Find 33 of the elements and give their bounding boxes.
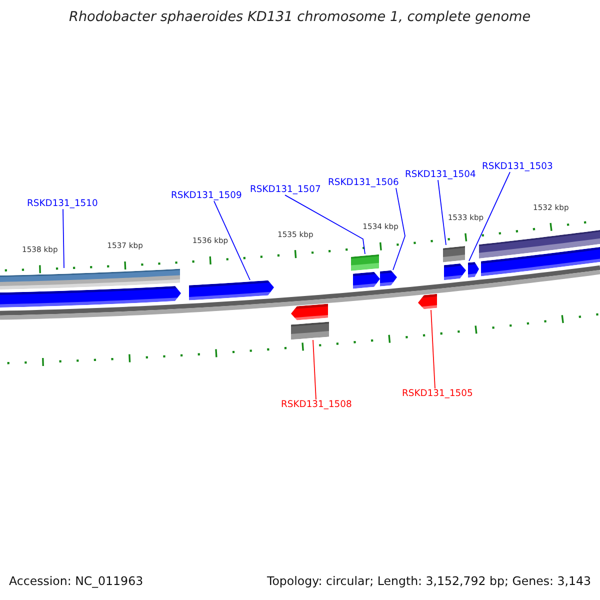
gene-block	[0, 286, 181, 308]
gene-label: RSKD131_1505	[402, 388, 473, 400]
gene-block	[418, 293, 437, 310]
leader-line	[284, 194, 366, 254]
gene-block	[444, 263, 466, 281]
gene-block	[291, 303, 328, 321]
gene-bar	[291, 321, 329, 340]
gene-label: RSKD131_1503	[482, 162, 553, 172]
gene-bar	[443, 245, 465, 263]
leader-line	[214, 200, 250, 280]
gene-label: RSKD131_1506	[328, 178, 399, 188]
gene-bar	[479, 229, 600, 259]
gene-block	[353, 271, 380, 289]
accession-text: Accession: NC_011963	[9, 575, 144, 589]
gene-label: RSKD131_1509	[171, 190, 242, 202]
title: Rhodobacter sphaeroides KD131 chromosome 1, complete genome	[69, 10, 531, 26]
genome-stats-text: Topology: circular; Length: 3,152,792 bp; Genes: 3,143	[267, 575, 592, 589]
gene-label: RSKD131_1504	[405, 170, 476, 180]
gene-block	[468, 261, 479, 278]
gene-block	[380, 270, 397, 287]
leader-line	[438, 180, 446, 246]
leader-line	[430, 310, 436, 389]
gene-block	[189, 280, 274, 301]
gene-bar	[351, 254, 379, 271]
gene-label: RSKD131_1508	[281, 400, 352, 410]
leader-line	[312, 340, 316, 400]
gene-label: RSKD131_1510	[27, 198, 98, 210]
gene-bar	[0, 268, 180, 290]
gene-bar	[481, 246, 600, 277]
gene-label: RSKD131_1507	[250, 184, 321, 196]
leader-line	[468, 172, 510, 262]
leader-line	[392, 188, 406, 270]
leader-line	[62, 208, 64, 268]
